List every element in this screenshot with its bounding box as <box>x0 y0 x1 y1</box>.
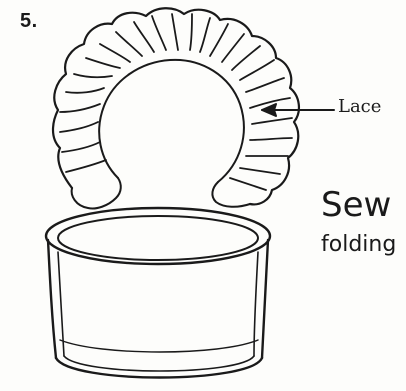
lace-ruffle-folds <box>60 14 292 190</box>
can-front-seam <box>60 340 258 352</box>
instruction-title: Sew <box>321 185 391 225</box>
can-bottom-inner <box>64 356 254 371</box>
lace-left-tail <box>72 178 121 209</box>
lace-pointer-head <box>262 104 276 116</box>
can-left-side <box>48 240 56 358</box>
lace-right-tail <box>212 182 250 207</box>
can-right-side <box>262 240 268 358</box>
can-rim-inner <box>58 216 258 260</box>
lace-inner-edge <box>99 60 244 182</box>
step-number: 5. <box>20 10 38 33</box>
can-bottom <box>56 358 262 378</box>
lace-label: Lace <box>338 96 381 117</box>
instruction-subtitle: folding <box>321 232 406 257</box>
